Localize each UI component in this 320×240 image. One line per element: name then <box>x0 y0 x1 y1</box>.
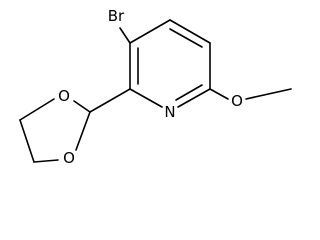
bond-c2-acetal <box>89 88 131 113</box>
bromine-label: Br <box>108 7 125 25</box>
bond-c3-c4 <box>129 19 171 44</box>
dioxolane-ring <box>19 98 91 163</box>
bond-c4-c5 <box>169 19 211 44</box>
ring-nitrogen-label: N <box>164 103 175 121</box>
bond-o-bottom-acetal <box>75 111 91 151</box>
bond-acetal-o-top <box>73 100 91 113</box>
chemical-structure: Br N O O O <box>19 7 292 167</box>
bond-c6-n <box>177 88 211 108</box>
bond-ch2-ch2 <box>19 119 35 163</box>
bond-n-c2 <box>129 88 163 108</box>
dioxolane-oxygen-bottom-label: O <box>63 149 75 167</box>
bond-c4-c5-inner <box>169 28 203 48</box>
bond-ch2-o-bottom <box>33 159 59 163</box>
dioxolane-oxygen-top-label: O <box>58 87 70 105</box>
bond-c6-o-methoxy <box>209 88 229 100</box>
methoxy-oxygen-label: O <box>231 92 243 110</box>
bond-c6-n-inner <box>175 84 203 101</box>
bond-c3-br <box>119 27 131 44</box>
pyridine-ring <box>129 19 211 108</box>
bond-o-top-ch2 <box>19 98 55 121</box>
bond-o-ch3 <box>245 88 292 100</box>
